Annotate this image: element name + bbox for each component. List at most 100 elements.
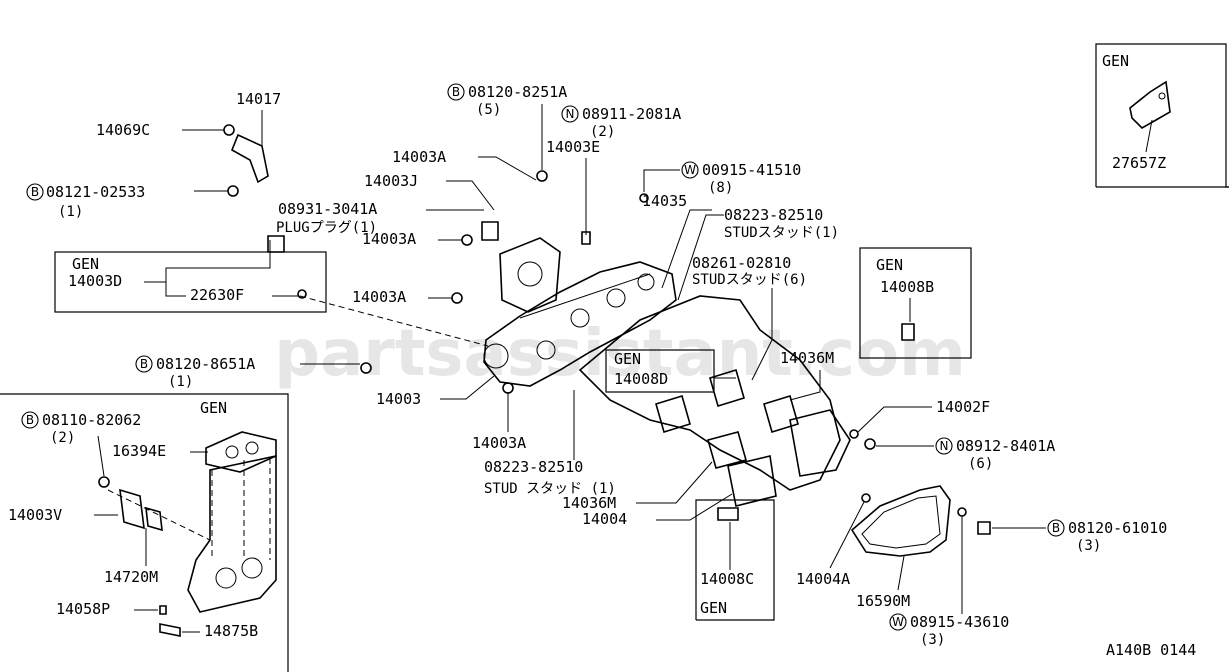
callout-08110-82062: B 08110-82062 (2) (21, 411, 141, 488)
svg-text:GEN: GEN (200, 399, 227, 417)
svg-text:(5): (5) (476, 102, 501, 118)
svg-text:B: B (1052, 521, 1060, 535)
svg-text:(3): (3) (1076, 538, 1101, 554)
callout-14002f: 14002F (849, 398, 990, 439)
svg-text:14017: 14017 (236, 90, 281, 108)
part-label: 27657Z (1112, 154, 1166, 172)
svg-text:B: B (26, 413, 34, 427)
carb-body (107, 455, 277, 613)
svg-text:GEN: GEN (72, 255, 99, 273)
carb-gasket (205, 431, 277, 473)
svg-text:14003A: 14003A (472, 434, 526, 452)
svg-text:GEN: GEN (876, 256, 903, 274)
svg-text:B: B (452, 85, 460, 99)
watermark: partsassistant.com (274, 317, 966, 391)
callout-14003a-4: 14003A (472, 382, 526, 452)
callout-08120-61010: B 08120-61010 (3) (977, 519, 1167, 554)
callout-08915-43610: W 08915-43610 (3) (889, 507, 1009, 648)
svg-text:08120-8651A: 08120-8651A (156, 355, 255, 373)
svg-text:(2): (2) (590, 124, 615, 140)
svg-text:08120-8251A: 08120-8251A (468, 83, 567, 101)
svg-text:B: B (140, 357, 148, 371)
svg-text:14003A: 14003A (352, 288, 406, 306)
svg-text:(6): (6) (968, 456, 993, 472)
svg-text:N: N (940, 439, 949, 453)
svg-text:GEN: GEN (700, 599, 727, 617)
callout-14036m-bottom: 14036M (562, 461, 713, 512)
svg-text:08931-3041A: 08931-3041A (278, 200, 377, 218)
svg-text:(1): (1) (168, 374, 193, 390)
svg-text:14069C: 14069C (96, 121, 150, 139)
svg-text:14008D: 14008D (614, 370, 668, 388)
svg-text:STUDスタッド(1): STUDスタッド(1) (724, 225, 839, 241)
callout-14036m-top: 14036M (780, 349, 834, 401)
svg-text:14003A: 14003A (392, 148, 446, 166)
callout-14004: 14004 (582, 493, 733, 528)
callout-14003: 14003 (376, 375, 495, 408)
svg-text:(1): (1) (58, 204, 83, 220)
callout-14003j: 14003J (364, 172, 495, 211)
diagram-id: A140B 0144 (1106, 641, 1196, 659)
callout-08223-82510-bottom: 08223-82510 STUD スタッド (1) (484, 390, 616, 497)
svg-text:(2): (2) (50, 430, 75, 446)
bracket-part (1129, 80, 1171, 129)
bracket-14017 (230, 133, 269, 184)
svg-text:14004: 14004 (582, 510, 627, 528)
intake-manifold (299, 237, 677, 387)
gen-label: GEN (1102, 52, 1129, 70)
callout-14003a-3: 14003A (352, 288, 463, 306)
svg-text:STUD スタッド (1): STUD スタッド (1) (484, 481, 616, 497)
gen-box-14008c: 14008C GEN (695, 499, 775, 621)
callout-08120-8651a: B 08120-8651A (1) (135, 355, 372, 390)
callout-08931-3041a: 08931-3041A PLUGプラグ(1) (276, 200, 499, 241)
callout-14003v: 14003V (8, 488, 163, 532)
svg-text:08121-02533: 08121-02533 (46, 183, 145, 201)
gen-box-left: GEN 14003D 22630F (54, 235, 327, 313)
callout-08120-8251a: B 08120-8251A (5) (447, 83, 567, 182)
svg-text:14002F: 14002F (936, 398, 990, 416)
callout-14875b: 14875B (159, 622, 258, 640)
svg-text:08911-2081A: 08911-2081A (582, 105, 681, 123)
svg-text:14720M: 14720M (104, 568, 158, 586)
gen-box-14008d: GEN 14008D (605, 349, 736, 393)
svg-text:14058P: 14058P (56, 600, 110, 618)
svg-text:08223-82510: 08223-82510 (724, 206, 823, 224)
heat-shield (850, 485, 951, 557)
callout-00915-41510: W 00915-41510 (8) (639, 161, 801, 203)
svg-text:14008C: 14008C (700, 570, 754, 588)
gen-box-topright: GEN 27657Z (1095, 43, 1229, 188)
callout-08912-8401a: N 08912-8401A (6) (864, 437, 1055, 472)
svg-text:16590M: 16590M (856, 592, 910, 610)
svg-text:14003: 14003 (376, 390, 421, 408)
gen-box-14008b: GEN 14008B (859, 247, 972, 359)
callout-08911-2081a: N 08911-2081A (2) (561, 105, 681, 140)
svg-text:00915-41510: 00915-41510 (702, 161, 801, 179)
callout-14003e: 14003E (546, 138, 600, 245)
callout-08121-02533: B 08121-02533 (1) (26, 183, 239, 220)
svg-text:14003A: 14003A (362, 230, 416, 248)
svg-text:STUDスタッド(6): STUDスタッド(6) (692, 272, 807, 288)
svg-text:GEN: GEN (614, 350, 641, 368)
callout-14004a: 14004A (796, 493, 871, 588)
svg-text:B: B (31, 185, 39, 199)
svg-text:N: N (566, 107, 575, 121)
svg-text:08915-43610: 08915-43610 (910, 613, 1009, 631)
callout-14017: 14017 (230, 90, 281, 184)
callout-14720m: 14720M (104, 528, 158, 586)
svg-text:(3): (3) (920, 632, 945, 648)
svg-text:14003D: 14003D (68, 272, 122, 290)
svg-text:08912-8401A: 08912-8401A (956, 437, 1055, 455)
svg-text:14004A: 14004A (796, 570, 850, 588)
callout-08261-02810: 08261-02810 STUDスタッド(6) (692, 254, 807, 381)
svg-text:14003E: 14003E (546, 138, 600, 156)
svg-text:PLUGプラグ(1): PLUGプラグ(1) (276, 220, 377, 236)
svg-text:14036M: 14036M (562, 494, 616, 512)
svg-text:14036M: 14036M (780, 349, 834, 367)
callout-14003a-1: 14003A (392, 148, 537, 181)
svg-text:14003V: 14003V (8, 506, 62, 524)
svg-text:22630F: 22630F (190, 286, 244, 304)
svg-text:16394E: 16394E (112, 442, 166, 460)
svg-text:08110-82062: 08110-82062 (42, 411, 141, 429)
